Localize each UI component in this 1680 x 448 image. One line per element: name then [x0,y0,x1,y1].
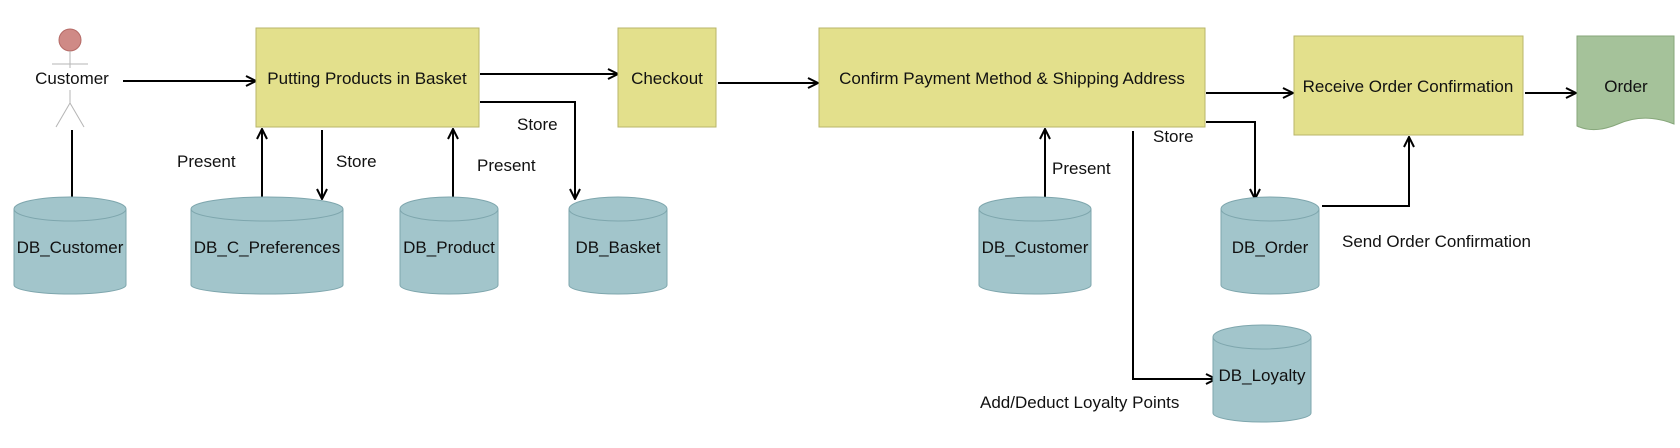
label-loyalty-points: Add/Deduct Loyalty Points [980,393,1179,412]
edge-labels: Present Store Present Store Present Stor… [177,115,1531,412]
label-store-order: Store [1153,127,1194,146]
label-send-confirmation: Send Order Confirmation [1342,232,1531,251]
edge-send-confirmation [1322,137,1409,207]
db-basket-label: DB_Basket [575,238,660,257]
db-customer-2-label: DB_Customer [982,238,1089,257]
process-basket[interactable]: Putting Products in Basket [255,27,480,128]
db-order-label: DB_Order [1232,238,1309,257]
db-customer-1[interactable]: DB_Customer [13,196,127,295]
order-document-label: Order [1604,77,1648,96]
actor-head-icon [58,28,82,52]
label-store-basket: Store [517,115,558,134]
db-loyalty[interactable]: DB_Loyalty [1212,324,1312,423]
db-customer-1-label: DB_Customer [17,238,124,257]
label-present-product: Present [477,156,536,175]
edge-basket-store [480,101,575,199]
db-customer-2[interactable]: DB_Customer [978,196,1092,295]
edge-order-store [1206,121,1255,199]
process-receive-label: Receive Order Confirmation [1303,77,1514,96]
actor-label: Customer [35,69,109,88]
process-checkout[interactable]: Checkout [617,27,717,128]
process-confirm-label: Confirm Payment Method & Shipping Addres… [839,69,1185,88]
customer-actor[interactable]: Customer [30,28,110,128]
label-present-pref: Present [177,152,236,171]
db-preferences[interactable]: DB_C_Preferences [190,196,344,295]
db-order[interactable]: DB_Order [1220,196,1320,295]
db-basket[interactable]: DB_Basket [568,196,668,295]
process-receive[interactable]: Receive Order Confirmation [1293,35,1524,136]
order-document[interactable]: Order [1576,35,1675,131]
process-checkout-label: Checkout [631,69,703,88]
label-present-customer: Present [1052,159,1111,178]
edges [71,74,1576,379]
db-product-label: DB_Product [403,238,495,257]
db-loyalty-label: DB_Loyalty [1219,366,1306,385]
edge-loyalty [1132,131,1216,379]
label-store-pref: Store [336,152,377,171]
process-confirm[interactable]: Confirm Payment Method & Shipping Addres… [818,27,1206,128]
db-product[interactable]: DB_Product [399,196,499,295]
process-basket-label: Putting Products in Basket [267,69,467,88]
db-preferences-label: DB_C_Preferences [194,238,340,257]
